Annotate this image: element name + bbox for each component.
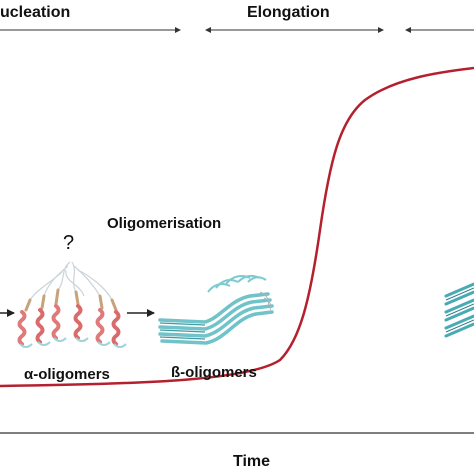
beta-oligomers-label: ß-oligomers	[171, 364, 257, 381]
elongation-phase-label: Elongation	[247, 4, 330, 21]
beta-oligomer-illustration	[158, 274, 274, 345]
alpha-oligomer-illustration	[17, 261, 127, 348]
alpha-oligomers-label: α-oligomers	[24, 366, 110, 383]
fibril-illustration	[444, 282, 474, 338]
nucleation-phase-label: ucleation	[0, 4, 71, 21]
question-mark: ?	[63, 232, 75, 254]
oligomerisation-label: Oligomerisation	[107, 215, 222, 232]
time-axis-label: Time	[233, 453, 271, 470]
sigmoid-growth-curve	[0, 66, 474, 388]
